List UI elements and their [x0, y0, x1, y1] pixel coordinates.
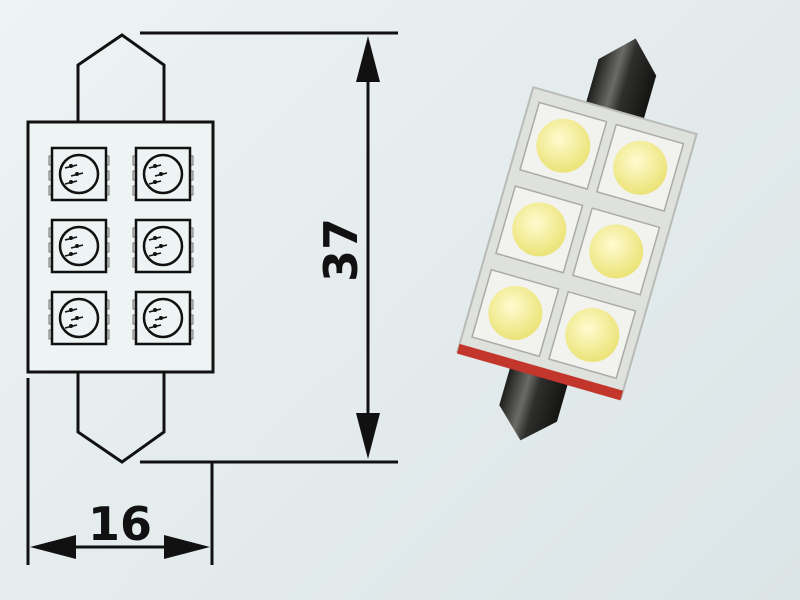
arrow-down-icon [356, 413, 380, 459]
led-symbol [48, 290, 110, 346]
arrow-right-icon [164, 535, 210, 559]
bottom-metal-cap [499, 366, 569, 441]
photo-led-chip [471, 268, 560, 358]
width-dimension [26, 378, 214, 565]
arrow-up-icon [356, 36, 380, 82]
length-label: 37 [314, 218, 368, 282]
length-dimension [140, 31, 398, 464]
photo-led-chip [495, 185, 584, 274]
led-symbol [132, 218, 194, 274]
arrow-left-icon [30, 535, 76, 559]
bottom-cap-outline [76, 372, 166, 464]
photo-led-chip [595, 123, 685, 213]
photo-led-chip [548, 290, 637, 380]
photo-led-chip [519, 101, 608, 190]
photo-led-chip [571, 207, 661, 296]
led-symbols [48, 146, 194, 346]
led-symbol [132, 146, 194, 202]
led-symbol [48, 218, 110, 274]
top-cap-outline [76, 33, 166, 122]
led-symbol [132, 290, 194, 346]
product-photo [456, 38, 698, 441]
width-label: 16 [88, 497, 152, 551]
led-symbol [48, 146, 110, 202]
